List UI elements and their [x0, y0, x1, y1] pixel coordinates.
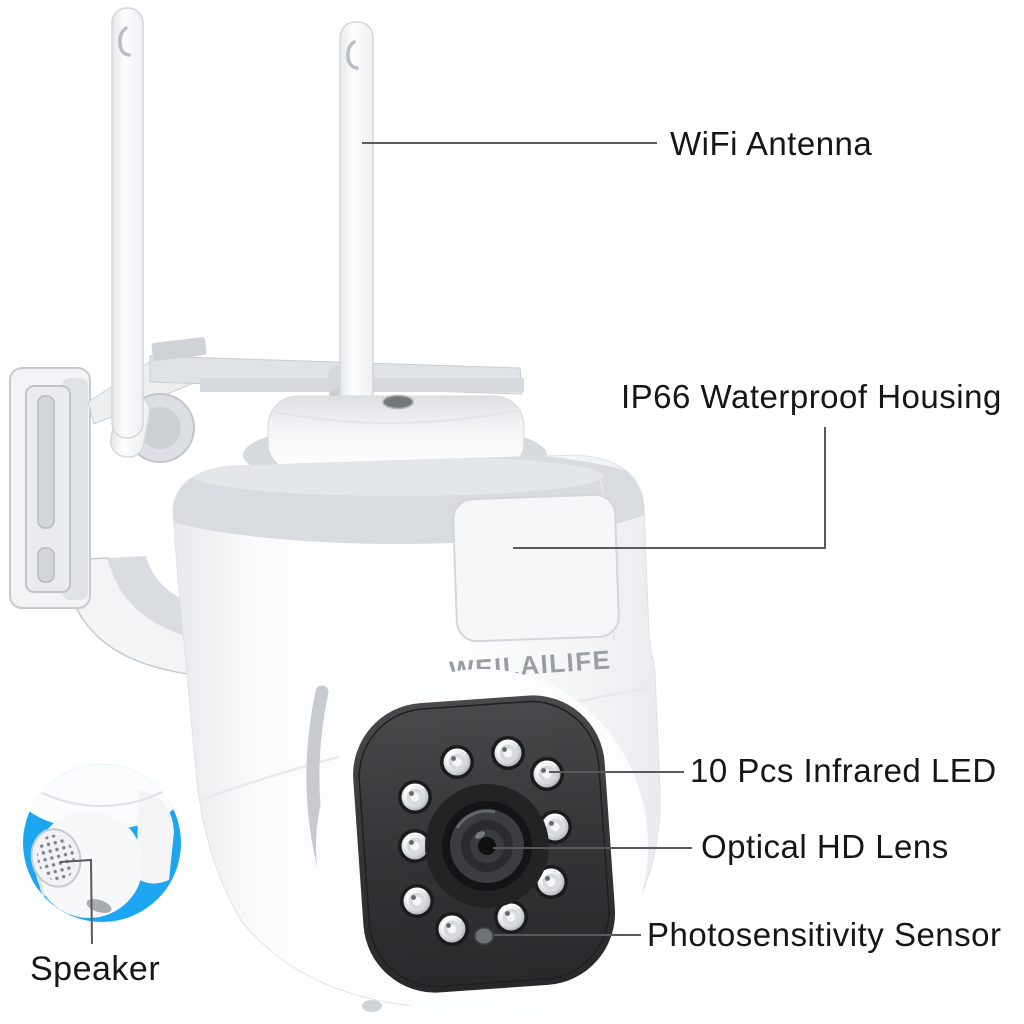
- label-waterproof-housing: IP66 Waterproof Housing: [621, 378, 1002, 415]
- callout-line-housing: [513, 427, 826, 549]
- camera-front: [306, 669, 648, 1023]
- inset-slot: [86, 899, 112, 913]
- back-recess-panel: [452, 493, 620, 643]
- label-optical-lens: Optical HD Lens: [701, 828, 949, 865]
- label-photosensitivity-sensor: Photosensitivity Sensor: [647, 916, 1002, 953]
- label-infrared-led: 10 Pcs Infrared LED: [690, 752, 997, 789]
- speaker-inset: [23, 764, 181, 922]
- wifi-antenna-right: [339, 21, 374, 423]
- label-speaker: Speaker: [30, 950, 161, 988]
- callout-lines: [59, 142, 826, 945]
- cable-hole: [382, 394, 414, 410]
- photosensitivity-sensor: [473, 926, 495, 946]
- speaker-grille: [30, 828, 82, 888]
- wifi-antenna-left: [110, 7, 151, 458]
- callout-line-speaker: [59, 858, 93, 945]
- camera-lens: [425, 784, 549, 908]
- label-wifi-antenna: WiFi Antenna: [670, 125, 873, 162]
- bottom-nub: [362, 1000, 382, 1012]
